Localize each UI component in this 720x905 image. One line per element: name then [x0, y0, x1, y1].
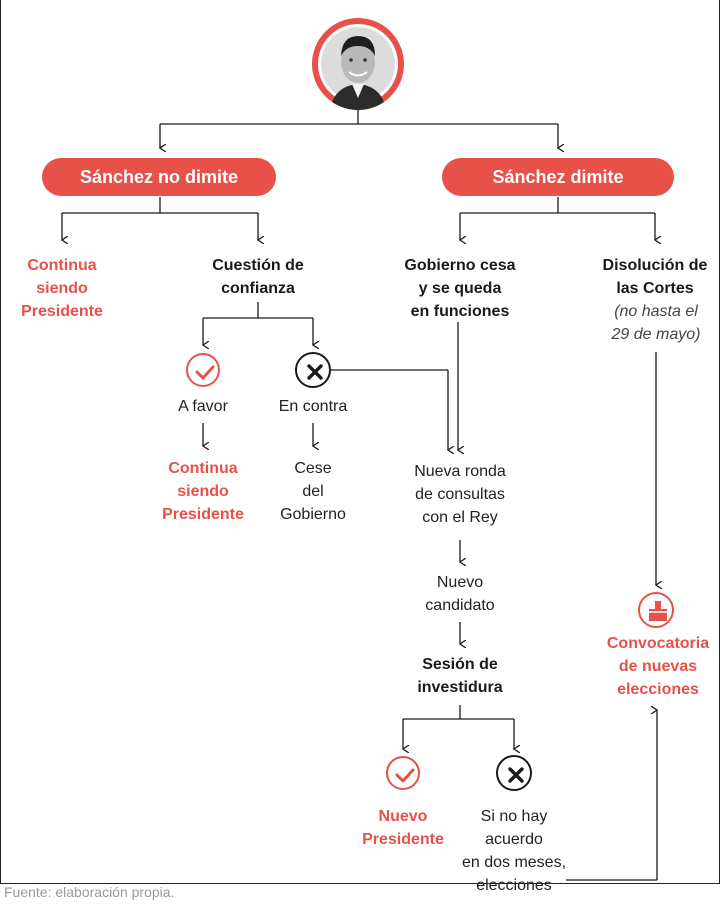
outcome-cese-gobierno: Cese del Gobierno	[263, 457, 363, 526]
node-nuevo-candidato: Nuevo candidato	[400, 571, 520, 617]
node-line: Sesión de	[422, 656, 498, 673]
node-sesion-investidura: Sesión de investidura	[395, 653, 525, 699]
node-line: siendo	[177, 483, 229, 500]
cross-icon	[496, 755, 532, 791]
label-a-favor: A favor	[178, 398, 228, 415]
node-line: Nuevo	[378, 808, 428, 825]
node-line: acuerdo	[485, 831, 543, 848]
node-line: de nuevas	[618, 658, 698, 675]
node-line: Presidente	[362, 831, 444, 848]
node-line: Continua	[27, 257, 97, 274]
node-nueva-ronda: Nueva ronda de consultas con el Rey	[395, 460, 525, 529]
outcome-si-no-hay-acuerdo: Si no hay acuerdo en dos meses, eleccion…	[455, 805, 573, 897]
node-line: Gobierno	[280, 506, 346, 523]
node-line: Presidente	[21, 303, 103, 320]
node-line: Gobierno cesa	[404, 257, 516, 274]
node-line: Cuestión de	[212, 257, 304, 274]
node-line: en funciones	[410, 303, 510, 320]
node-line: Convocatoria	[606, 635, 710, 652]
node-line: con el Rey	[422, 509, 498, 526]
node-line: elecciones	[476, 877, 552, 894]
node-line: (no hasta el	[614, 303, 698, 320]
label-en-contra: En contra	[278, 398, 348, 415]
node-line: Continua	[168, 460, 238, 477]
node-line: Nueva ronda	[414, 463, 506, 480]
node-line: las Cortes	[616, 280, 694, 297]
node-line: Si no hay	[480, 808, 548, 825]
outcome-nuevo-presidente: Nuevo Presidente	[348, 805, 458, 851]
outcome-convocatoria-elecciones: Convocatoria de nuevas elecciones	[596, 632, 720, 701]
node-line: Disolución de	[602, 257, 708, 274]
node-gobierno-cesa: Gobierno cesa y se queda en funciones	[390, 254, 530, 323]
outcome-continua-presidente: Continua siendo Presidente	[2, 254, 122, 323]
outcome-continua-presidente-favor: Continua siendo Presidente	[143, 457, 263, 526]
node-line: candidato	[425, 597, 495, 614]
source-note: Fuente: elaboración propia.	[4, 884, 175, 900]
node-line: Cese	[294, 460, 332, 477]
node-line: de consultas	[415, 486, 505, 503]
node-line: elecciones	[617, 681, 699, 698]
branch-dimite: Sánchez dimite	[442, 158, 674, 196]
check-icon	[386, 756, 420, 790]
cross-icon	[295, 352, 331, 388]
node-line: siendo	[36, 280, 88, 297]
node-line: Presidente	[162, 506, 244, 523]
node-line: y se queda	[418, 280, 502, 297]
node-line: en dos meses,	[461, 854, 567, 871]
node-line: investidura	[417, 679, 503, 696]
branch-no-dimite: Sánchez no dimite	[42, 158, 276, 196]
portrait-photo	[312, 18, 404, 110]
node-line: del	[302, 483, 324, 500]
ballot-box-icon	[638, 592, 674, 628]
node-cuestion-confianza: Cuestión de confianza	[193, 254, 323, 300]
node-line: Nuevo	[436, 574, 484, 591]
node-line: 29 de mayo)	[611, 326, 701, 343]
check-icon	[186, 353, 220, 387]
node-disolucion-cortes: Disolución de las Cortes	[590, 254, 720, 300]
note-no-hasta-mayo: (no hasta el 29 de mayo)	[596, 300, 716, 346]
node-line: confianza	[221, 280, 295, 297]
